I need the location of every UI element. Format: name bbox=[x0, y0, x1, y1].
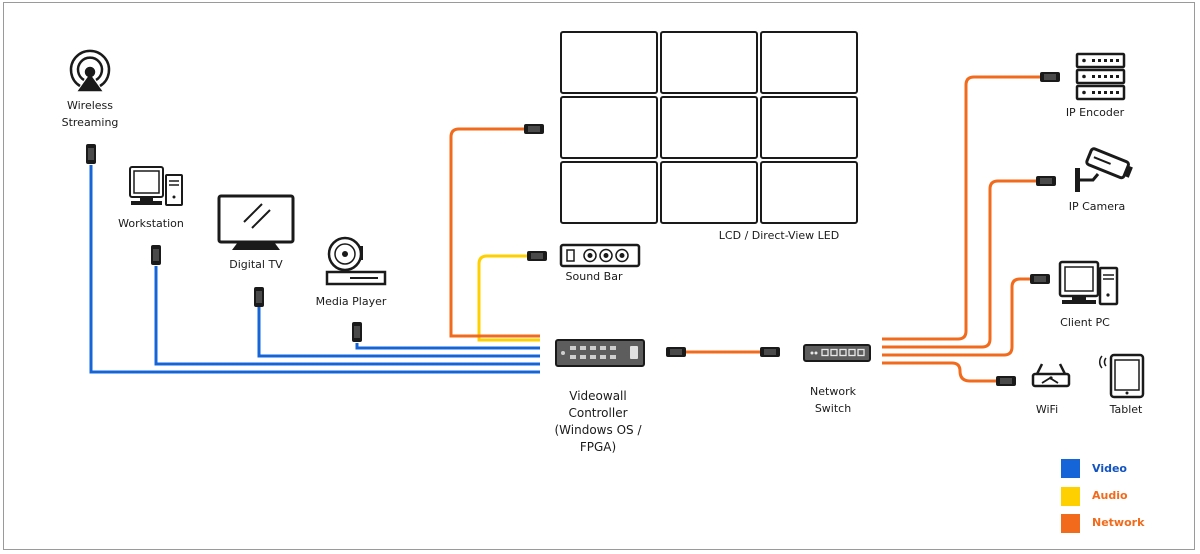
cable-workstation bbox=[154, 266, 540, 366]
display-panel-6 bbox=[760, 96, 858, 159]
videowall-controller-label: Videowall Controller (Windows OS / FPGA) bbox=[554, 389, 642, 454]
cable-wireless-streaming bbox=[89, 165, 540, 374]
digital-tv-icon bbox=[217, 194, 295, 250]
display-panel-9 bbox=[760, 161, 858, 224]
cable-client-pc bbox=[882, 277, 1030, 357]
workstation-label: Workstation bbox=[118, 217, 184, 230]
cable-wifi bbox=[882, 361, 996, 383]
display-panel-4 bbox=[560, 96, 658, 159]
ip-encoder-label: IP Encoder bbox=[1065, 106, 1125, 119]
plug-ip-encoder bbox=[1040, 72, 1060, 82]
cable-videowall-display bbox=[449, 127, 540, 338]
client-pc-icon bbox=[1058, 260, 1119, 306]
ip-camera-icon bbox=[1075, 147, 1133, 192]
plug-media-player bbox=[352, 322, 362, 342]
display-panel-3 bbox=[760, 31, 858, 94]
tablet-icon bbox=[1098, 353, 1145, 399]
network-switch-icon bbox=[803, 344, 871, 362]
ip-encoder-icon bbox=[1075, 52, 1126, 101]
media-player-icon bbox=[325, 236, 387, 286]
wifi-icon bbox=[1031, 363, 1071, 388]
wireless-streaming-label: Wireless Streaming bbox=[61, 99, 119, 129]
display-panel-5 bbox=[660, 96, 758, 159]
display-panel-2 bbox=[660, 31, 758, 94]
legend-swatch-network bbox=[1061, 514, 1080, 533]
tablet-label: Tablet bbox=[1109, 403, 1143, 416]
digital-tv-label: Digital TV bbox=[229, 258, 283, 271]
cable-digital-tv bbox=[257, 307, 540, 358]
video-cables bbox=[89, 165, 540, 374]
plug-workstation bbox=[151, 245, 161, 265]
plug-wifi bbox=[996, 376, 1016, 386]
videowall-controller-icon bbox=[555, 339, 645, 367]
cable-ip-camera bbox=[882, 179, 1036, 349]
network-switch-label: Network Switch bbox=[810, 385, 856, 415]
wifi-label: WiFi bbox=[1035, 403, 1059, 416]
cable-media-player bbox=[355, 343, 540, 350]
display-panel-7 bbox=[560, 161, 658, 224]
legend-swatch-video bbox=[1061, 459, 1080, 478]
legend-label-video: Video bbox=[1092, 462, 1127, 475]
plug-ip-camera bbox=[1036, 176, 1056, 186]
wireless-streaming-icon bbox=[69, 49, 111, 92]
videowall-display-grid bbox=[560, 31, 858, 224]
plug-videowall bbox=[524, 124, 544, 134]
connectors bbox=[86, 72, 1060, 386]
display-panel-8 bbox=[660, 161, 758, 224]
plug-digital-tv bbox=[254, 287, 264, 307]
workstation-icon bbox=[129, 166, 183, 206]
media-player-label: Media Player bbox=[315, 295, 387, 308]
plug-controller-out bbox=[666, 347, 686, 357]
legend-label-audio: Audio bbox=[1092, 489, 1128, 502]
sound-bar-label: Sound Bar bbox=[565, 270, 623, 283]
client-pc-label: Client PC bbox=[1060, 316, 1110, 329]
display-panel-1 bbox=[560, 31, 658, 94]
plug-switch-in bbox=[760, 347, 780, 357]
cable-ip-encoder bbox=[882, 75, 1040, 341]
legend-label-network: Network bbox=[1092, 516, 1145, 529]
videowall-display-label: LCD / Direct-View LED bbox=[718, 229, 840, 242]
cable-sound-bar bbox=[477, 254, 540, 342]
ip-camera-label: IP Camera bbox=[1068, 200, 1126, 213]
plug-sound-bar bbox=[527, 251, 547, 261]
network-cables bbox=[449, 75, 1040, 383]
plug-client-pc bbox=[1030, 274, 1050, 284]
plug-wireless bbox=[86, 144, 96, 164]
diagram-frame bbox=[3, 2, 1195, 550]
legend-swatch-audio bbox=[1061, 487, 1080, 506]
sound-bar-icon bbox=[559, 243, 641, 268]
